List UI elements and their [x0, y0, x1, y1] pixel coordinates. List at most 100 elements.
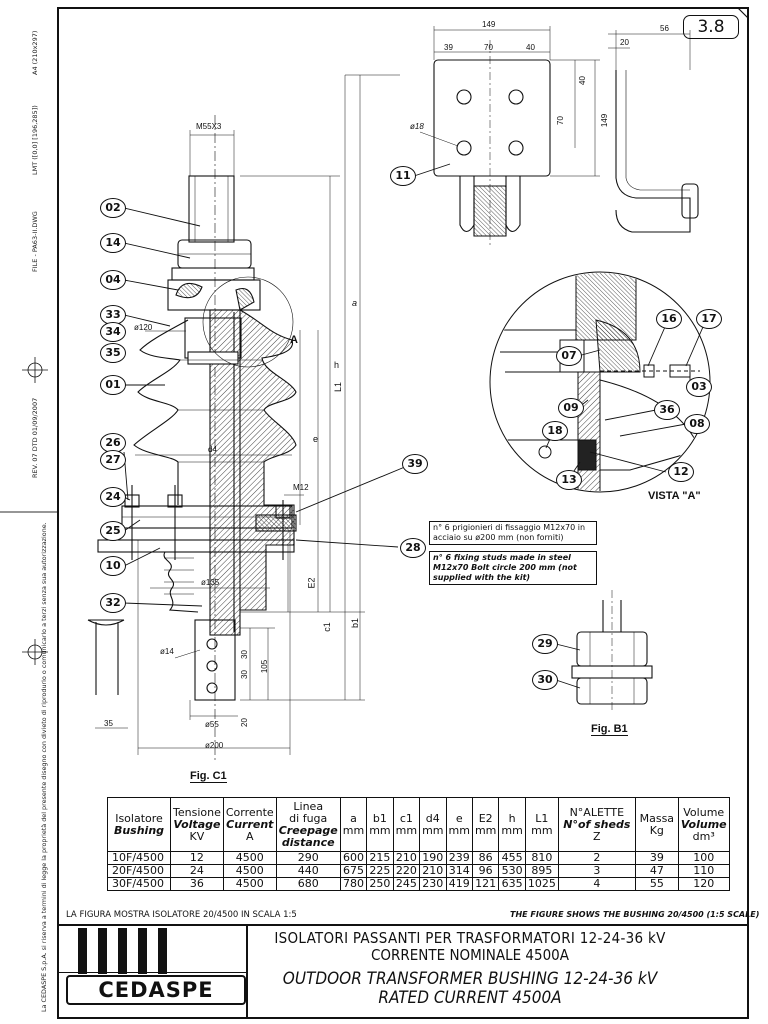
title-block — [58, 924, 748, 1019]
dim-30a: 30 — [239, 650, 249, 659]
dim-top70: 70 — [484, 43, 493, 52]
table-cell: 455 — [498, 851, 526, 865]
dim-side149: 149 — [600, 113, 610, 128]
table-cell: 440 — [275, 864, 341, 878]
table-cell: 230 — [419, 877, 447, 891]
table-cell: 3 — [557, 864, 636, 878]
table-cell: 239 — [445, 851, 473, 865]
fixing-note-italian: n° 6 prigionieri di fissaggio M12x70 in … — [429, 521, 597, 545]
title-italian-1: ISOLATORI PASSANTI PER TRASFORMATORI 12-… — [274, 929, 666, 947]
table-cell: 635 — [498, 877, 526, 891]
callout-16: 16 — [656, 309, 682, 329]
dim-e2: E2 — [306, 577, 317, 589]
fig-c1-label: Fig. C1 — [190, 770, 227, 783]
dim-top20: 20 — [620, 38, 629, 47]
dim-top149: 149 — [482, 20, 496, 29]
callout-11: 11 — [390, 166, 416, 186]
callout-07: 07 — [556, 346, 582, 366]
dim-20: 20 — [239, 718, 249, 727]
callout-08: 08 — [684, 414, 710, 434]
dim-105: 105 — [260, 659, 270, 674]
table-cell: 110 — [677, 864, 730, 878]
table-cell: 225 — [366, 864, 394, 878]
table-cell: 2 — [557, 851, 636, 865]
callout-39: 39 — [402, 454, 428, 474]
callout-28: 28 — [400, 538, 426, 558]
table-cell: 419 — [445, 877, 473, 891]
table-cell: 100 — [677, 851, 730, 865]
table-cell: 55 — [634, 877, 679, 891]
table-cell: 780 — [339, 877, 368, 891]
table-cell: 39 — [634, 851, 679, 865]
callout-01: 01 — [100, 375, 126, 395]
title-italian-2: CORRENTE NOMINALE 4500A — [370, 946, 569, 964]
table-cell: 210 — [419, 864, 447, 878]
table-cell: 250 — [366, 877, 394, 891]
company-logo: CEDASPE — [66, 975, 246, 1005]
dim-c1: c1 — [321, 622, 332, 632]
table-cell: 810 — [524, 851, 559, 865]
table-cell: 121 — [471, 877, 500, 891]
dim-35: 35 — [104, 719, 113, 728]
callout-24: 24 — [100, 487, 126, 507]
table-cell: 1025 — [524, 877, 559, 891]
table-cell: 245 — [392, 877, 421, 891]
table-cell: 20F/4500 — [107, 864, 171, 878]
table-cell: 47 — [634, 864, 679, 878]
callout-10: 10 — [100, 556, 126, 576]
scale-note-english: THE FIGURE SHOWS THE BUSHING 20/4500 (1:… — [510, 910, 760, 919]
callout-36: 36 — [654, 400, 680, 420]
table-cell: 96 — [471, 864, 500, 878]
table-cell: 4500 — [222, 877, 277, 891]
callout-04: 04 — [100, 270, 126, 290]
fixing-note-it-text: n° 6 prigionieri di fissaggio M12x70 in … — [433, 523, 586, 542]
table-cell: 120 — [677, 877, 730, 891]
callout-14: 14 — [100, 233, 126, 253]
callout-30: 30 — [532, 670, 558, 690]
callout-03: 03 — [686, 377, 712, 397]
table-cell: 680 — [275, 877, 341, 891]
fixing-note-en-text: n° 6 fixing studs made in steel M12x70 B… — [433, 553, 577, 582]
table-cell: 4500 — [222, 851, 277, 865]
table-cell: 86 — [471, 851, 500, 865]
dim-m12: M12 — [293, 483, 309, 492]
dim-d135: ø135 — [201, 578, 220, 587]
fig-b1-label: Fig. B1 — [591, 723, 628, 736]
dim-d4: d4 — [208, 445, 217, 454]
table-cell: 24 — [170, 864, 224, 878]
dim-e: e — [313, 434, 319, 444]
table-cell: 530 — [498, 864, 526, 878]
callout-27: 27 — [100, 450, 126, 470]
dim-b1: b1 — [350, 617, 361, 629]
title-english-1: OUTDOOR TRANSFORMER BUSHING 12-24-36 kV — [282, 969, 658, 989]
dim-h: h — [334, 360, 340, 370]
dim-30b: 30 — [239, 670, 249, 679]
table-cell: 600 — [339, 851, 368, 865]
page-number: 3.8 — [683, 15, 739, 39]
callout-34: 34 — [100, 322, 126, 342]
scale-note-italian: LA FIGURA MOSTRA ISOLATORE 20/4500 IN SC… — [66, 910, 297, 920]
table-cell: 895 — [524, 864, 559, 878]
table-cell: 314 — [445, 864, 473, 878]
dim-m55: M55X3 — [196, 122, 222, 131]
table-cell: 215 — [366, 851, 394, 865]
table-cell: 210 — [392, 851, 421, 865]
table-cell: 12 — [170, 851, 224, 865]
dim-side40: 40 — [577, 76, 587, 85]
